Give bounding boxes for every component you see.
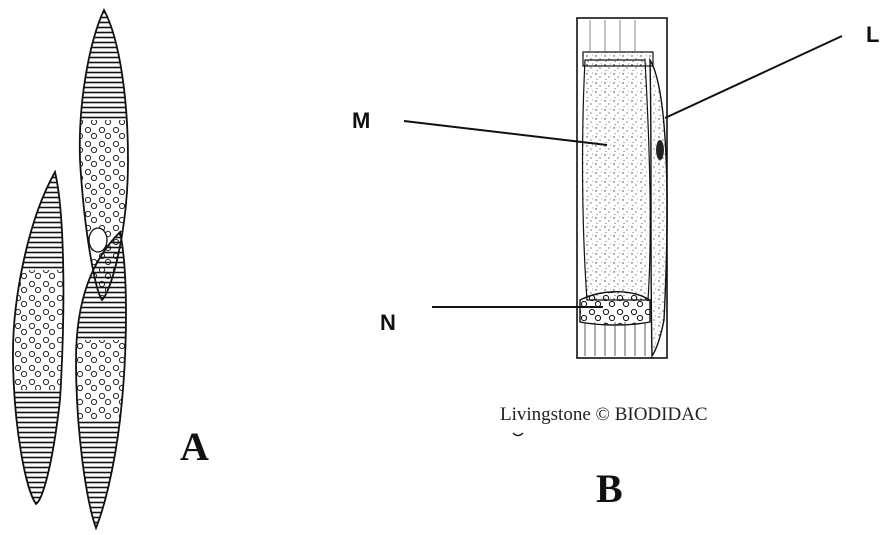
label-m: M [352,108,370,133]
cell-lower-right [72,230,132,530]
panel-a-label: A [180,424,209,469]
credit-line: Livingstone © BIODIDAC [500,404,708,425]
label-n: N [380,310,396,335]
leader-line-l [665,36,842,118]
credit-mark [513,433,523,436]
panel-b-label: B [596,466,623,511]
label-l: L [866,22,879,47]
panel-a-drawing [8,10,140,530]
cell-lower-left [8,170,70,510]
